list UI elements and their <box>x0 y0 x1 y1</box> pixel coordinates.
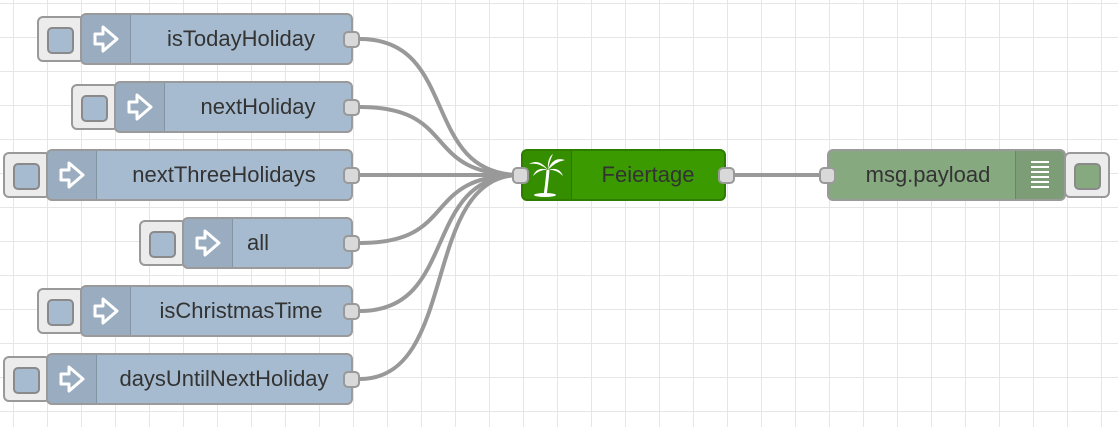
node-label: nextHoliday <box>200 94 316 119</box>
inject-trigger-frame[interactable] <box>37 16 85 62</box>
input-port[interactable] <box>512 167 529 184</box>
arrow-in-icon <box>184 219 233 267</box>
inject-trigger-button[interactable] <box>149 231 176 258</box>
node-label: Feiertage <box>601 162 695 187</box>
output-port[interactable] <box>343 99 360 116</box>
input-port[interactable] <box>819 167 836 184</box>
output-port[interactable] <box>343 303 360 320</box>
arrow-in-icon <box>82 15 131 63</box>
wire-isChristmasTime[interactable] <box>359 173 521 313</box>
output-port[interactable] <box>343 31 360 48</box>
debug-list-icon <box>1015 151 1064 199</box>
inject-trigger-button[interactable] <box>81 95 108 122</box>
node-label: isChristmasTime <box>159 298 323 323</box>
function-node-feiertage[interactable]: Feiertage <box>521 149 726 201</box>
node-label: nextThreeHolidays <box>132 162 316 187</box>
arrow-in-icon <box>82 287 131 335</box>
output-port[interactable] <box>343 167 360 184</box>
debug-toggle-button[interactable] <box>1074 163 1101 190</box>
inject-trigger-button[interactable] <box>13 163 40 190</box>
arrow-in-icon <box>48 355 97 403</box>
inject-trigger-frame[interactable] <box>3 152 51 198</box>
inject-node-isTodayHoliday[interactable]: isTodayHoliday <box>80 13 353 65</box>
debug-node-msg-payload[interactable]: msg.payload <box>827 149 1066 201</box>
inject-node-nextThreeHolidays[interactable]: nextThreeHolidays <box>46 149 353 201</box>
inject-trigger-frame[interactable] <box>37 288 85 334</box>
inject-node-nextHoliday[interactable]: nextHoliday <box>114 81 353 133</box>
inject-trigger-frame[interactable] <box>71 84 119 130</box>
wire-nextHoliday[interactable] <box>359 105 521 177</box>
node-label: daysUntilNextHoliday <box>119 366 329 391</box>
inject-trigger-button[interactable] <box>47 27 74 54</box>
node-label: isTodayHoliday <box>167 26 315 51</box>
palm-tree-icon <box>523 151 572 199</box>
inject-trigger-button[interactable] <box>13 367 40 394</box>
output-port[interactable] <box>343 371 360 388</box>
inject-trigger-button[interactable] <box>47 299 74 326</box>
arrow-in-icon <box>116 83 165 131</box>
wire-daysUntilNextHoliday[interactable] <box>359 173 521 381</box>
wire-all[interactable] <box>359 173 521 245</box>
node-label: all <box>247 230 270 255</box>
arrow-in-icon <box>48 151 97 199</box>
node-label: msg.payload <box>865 162 991 187</box>
output-port[interactable] <box>718 167 735 184</box>
output-port[interactable] <box>343 235 360 252</box>
inject-trigger-frame[interactable] <box>3 356 51 402</box>
inject-node-isChristmasTime[interactable]: isChristmasTime <box>80 285 353 337</box>
inject-node-all[interactable]: all <box>182 217 353 269</box>
inject-trigger-frame[interactable] <box>139 220 187 266</box>
debug-toggle-frame[interactable] <box>1064 152 1110 198</box>
inject-node-daysUntilNextHoliday[interactable]: daysUntilNextHoliday <box>46 353 353 405</box>
wire-isTodayHoliday[interactable] <box>359 37 521 177</box>
